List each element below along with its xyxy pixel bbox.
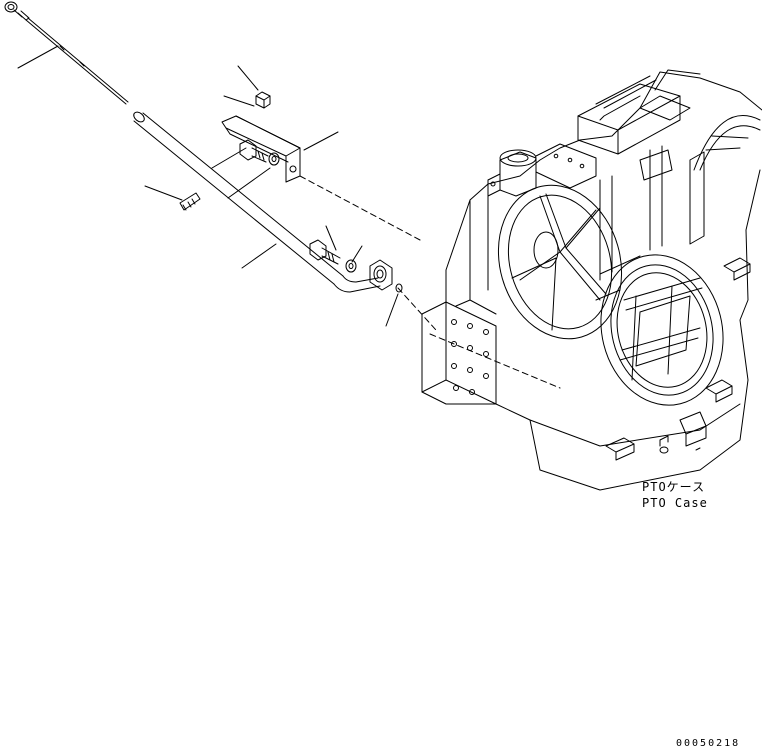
callout-leaders (18, 46, 560, 388)
figure-id: 00050218 (676, 738, 741, 749)
case-label-japanese: PTOケース (642, 480, 706, 494)
mounting-bracket (222, 116, 300, 182)
dipstick-guide-tube (132, 110, 380, 292)
nut (256, 92, 270, 108)
case-label-english: PTO Case (642, 496, 708, 510)
mounting-pad-holes (452, 320, 489, 395)
tube-clamp (180, 193, 200, 210)
pto-case-housing (422, 70, 762, 490)
dipstick-rod (5, 2, 128, 104)
lower-bolt (310, 240, 402, 292)
bracket-bolt (240, 140, 279, 165)
